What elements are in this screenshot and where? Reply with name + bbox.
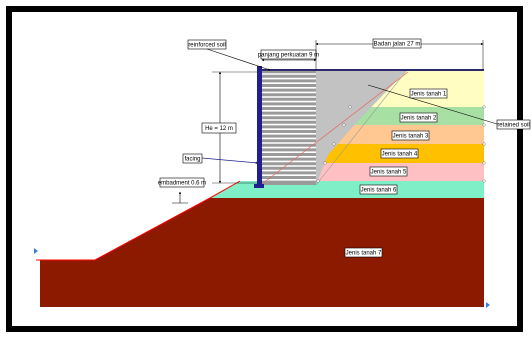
layer-label-5: Jenis tanah 5 [369, 166, 408, 177]
right-end-marker [486, 302, 490, 308]
badan-jalan-label: Badan jalan 27 m [374, 42, 421, 48]
facing-box [182, 153, 203, 164]
boundary-marker [482, 142, 486, 146]
facing-wall [257, 66, 262, 186]
layer-label-6-text: Jenis tanah 6 [361, 188, 397, 194]
layer-label-4: Jenis tanah 4 [380, 148, 419, 159]
facing-label: facing [184, 157, 200, 163]
retained-soil-boundary [315, 69, 408, 186]
soil-layer-6 [210, 181, 484, 198]
retained-soil-box [496, 119, 531, 130]
retained-soil-label: retained soil [497, 123, 529, 129]
layer-label-2: Jenis tanah 2 [399, 112, 438, 123]
slip-surface-line [261, 71, 409, 185]
facing-leader [201, 157, 259, 165]
layer-label-2-text: Jenis tanah 2 [401, 116, 437, 122]
layer-label-3-text: Jenis tanah 3 [393, 134, 429, 140]
boundary-marker [482, 123, 486, 127]
wall-footing [254, 184, 264, 188]
layer-label-5-text: Jenis tanah 5 [371, 170, 407, 176]
layer-label-6: Jenis tanah 6 [359, 184, 398, 195]
retained-soil-leader [367, 84, 498, 125]
left-end-marker [34, 248, 38, 254]
boundary-marker [323, 161, 327, 165]
layer-label-1-text: Jenis tanah 1 [411, 92, 447, 98]
outer-frame [6, 6, 523, 332]
embedment-label: embadment 0.6 m [158, 181, 206, 187]
boundary-markers [316, 105, 486, 183]
retained-soil-wedge [316, 70, 407, 185]
ground-line [36, 180, 241, 261]
reinforced-soil-leader [206, 48, 271, 71]
boundary-marker [348, 105, 352, 109]
boundary-marker [482, 105, 486, 109]
soil-layer-7 [40, 198, 484, 307]
boundary-marker [482, 161, 486, 165]
reinforced-soil-label: reinforced soil [188, 43, 225, 49]
layer-label-7-text: Jenis tanah 7 [346, 251, 382, 257]
layer-label-1: Jenis tanah 1 [409, 88, 448, 99]
boundary-marker [316, 179, 320, 183]
boundary-marker [482, 179, 486, 183]
badan-jalan-box [372, 38, 422, 49]
reinforcement-strips [262, 73, 316, 181]
boundary-marker [342, 123, 346, 127]
panjang-perkuatan-label: panjang perkuatan 9 m [258, 53, 319, 59]
boundary-marker [332, 142, 336, 146]
layer-label-7: Jenis tanah 7 [344, 247, 383, 258]
layer-label-4-text: Jenis tanah 4 [382, 152, 418, 158]
embedment-box [159, 177, 205, 188]
layer-label-3: Jenis tanah 3 [391, 130, 430, 141]
he-label: He = 12 m [205, 126, 233, 132]
he-box [201, 122, 237, 134]
